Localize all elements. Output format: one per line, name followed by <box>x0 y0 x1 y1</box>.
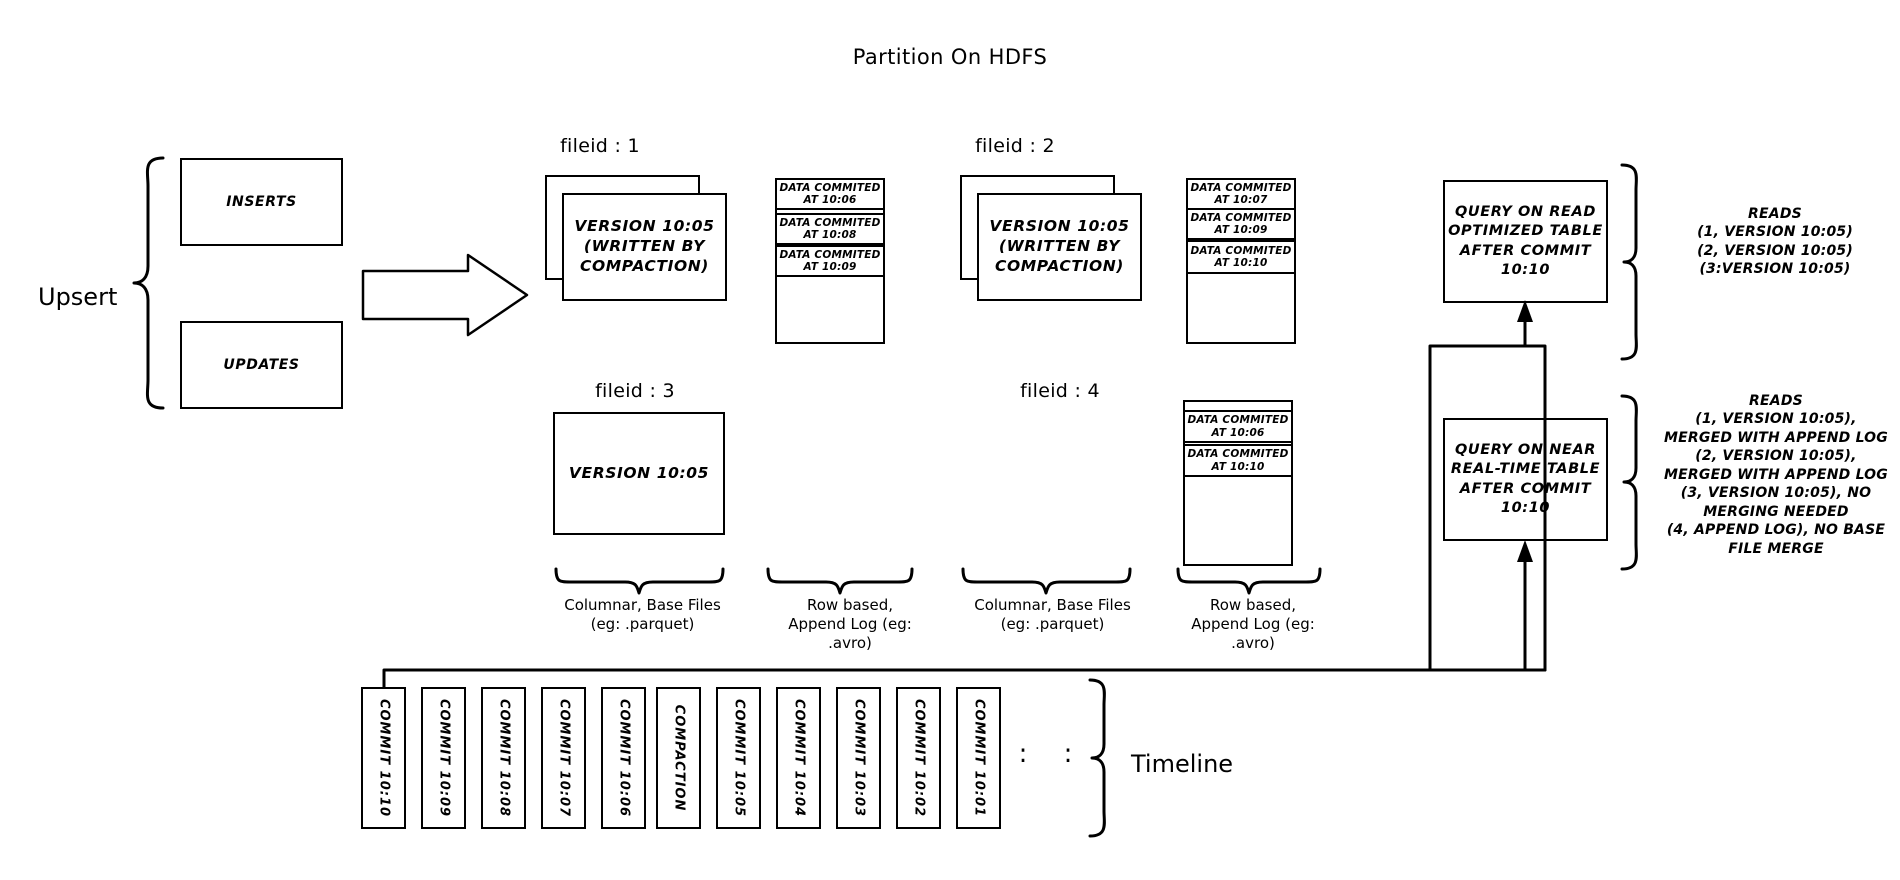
timeline-item-8[interactable]: COMMIT 10:03 <box>836 687 881 829</box>
inserts-box: INSERTS <box>180 158 343 246</box>
timeline-item-7[interactable]: COMMIT 10:04 <box>776 687 821 829</box>
timeline-item-6[interactable]: COMMIT 10:05 <box>716 687 761 829</box>
timeline-ellipsis-1: : <box>1018 739 1028 769</box>
fileid-2-log-entry-1: DATA COMMITED AT 10:07 <box>1186 178 1296 210</box>
query-near-real-time-box[interactable]: QUERY ON NEAR REAL-TIME TABLE AFTER COMM… <box>1443 418 1608 541</box>
timeline-ellipsis-2: : <box>1063 739 1073 769</box>
timeline-item-label: COMMIT 10:09 <box>436 698 451 818</box>
reads-brace-bottom <box>1620 394 1638 571</box>
upsert-label: Upsert <box>38 283 118 311</box>
arrowhead-near-real-time <box>1517 540 1533 562</box>
caption-rowlog-left: Row based, Append Log (eg: .avro) <box>788 596 912 653</box>
brace-columnar-right <box>961 567 1132 595</box>
timeline-item-0[interactable]: COMMIT 10:10 <box>361 687 406 829</box>
caption-columnar-right: Columnar, Base Files (eg: .parquet) <box>974 596 1131 634</box>
reads-read-optimized: READS (1, VERSION 10:05) (2, VERSION 10:… <box>1697 206 1853 278</box>
fileid-4-label: fileid : 4 <box>1020 380 1100 402</box>
caption-rowlog-right: Row based, Append Log (eg: .avro) <box>1191 596 1315 653</box>
log-entry-text: DATA COMMITED AT 10:10 <box>1187 448 1289 473</box>
timeline-item-5[interactable]: COMPACTION <box>656 687 701 829</box>
timeline-item-label: COMMIT 10:07 <box>556 698 571 818</box>
timeline-item-label: COMPACTION <box>671 704 686 812</box>
timeline-label: Timeline <box>1131 750 1234 778</box>
timeline-item-label: COMMIT 10:01 <box>971 698 986 818</box>
log-entry-text: DATA COMMITED AT 10:08 <box>779 216 881 241</box>
timeline-item-label: COMMIT 10:04 <box>791 698 806 818</box>
reads-near-real-time: READS (1, VERSION 10:05), MERGED WITH AP… <box>1664 393 1888 557</box>
fileid-2-log-entry-3: DATA COMMITED AT 10:10 <box>1186 240 1296 274</box>
fileid-1-base-file: VERSION 10:05 (WRITTEN BY COMPACTION) <box>562 193 727 301</box>
upsert-brace <box>132 156 165 410</box>
timeline-item-label: COMMIT 10:05 <box>731 698 746 818</box>
timeline-item-label: COMMIT 10:02 <box>911 698 926 818</box>
brace-rowlog-left <box>766 567 914 595</box>
timeline-item-label: COMMIT 10:10 <box>376 698 391 818</box>
query-near-real-time-text: QUERY ON NEAR REAL-TIME TABLE AFTER COMM… <box>1450 441 1601 516</box>
fileid-1-log-entry-3: DATA COMMITED AT 10:09 <box>775 245 885 277</box>
fileid-2-log-entry-2: DATA COMMITED AT 10:09 <box>1186 208 1296 240</box>
updates-box: UPDATES <box>180 321 343 409</box>
fileid-3-label: fileid : 3 <box>595 380 675 402</box>
page-title: Partition On HDFS <box>852 45 1048 69</box>
timeline-brace <box>1088 678 1106 838</box>
fileid-1-log-entry-2: DATA COMMITED AT 10:08 <box>775 213 885 245</box>
timeline-item-10[interactable]: COMMIT 10:01 <box>956 687 1001 829</box>
timeline-item-label: COMMIT 10:03 <box>851 698 866 818</box>
updates-label: UPDATES <box>223 357 300 373</box>
fileid-1-base-file-text: VERSION 10:05 (WRITTEN BY COMPACTION) <box>574 217 715 275</box>
query-read-optimized-text: QUERY ON READ OPTIMIZED TABLE AFTER COMM… <box>1448 203 1603 278</box>
inserts-label: INSERTS <box>226 194 297 210</box>
fileid-3-base-file: VERSION 10:05 <box>553 412 725 535</box>
timeline-connector-bus <box>382 668 1547 689</box>
fileid-1-label: fileid : 1 <box>560 135 640 157</box>
fileid-3-base-file-text: VERSION 10:05 <box>568 463 710 482</box>
fileid-2-base-file-text: VERSION 10:05 (WRITTEN BY COMPACTION) <box>989 217 1130 275</box>
log-entry-text: DATA COMMITED AT 10:09 <box>779 248 881 273</box>
log-entry-text: DATA COMMITED AT 10:10 <box>1190 244 1292 269</box>
log-entry-text: DATA COMMITED AT 10:06 <box>1187 414 1289 439</box>
timeline-item-2[interactable]: COMMIT 10:08 <box>481 687 526 829</box>
timeline-item-9[interactable]: COMMIT 10:02 <box>896 687 941 829</box>
query-read-optimized-box[interactable]: QUERY ON READ OPTIMIZED TABLE AFTER COMM… <box>1443 180 1608 303</box>
fileid-2-base-file: VERSION 10:05 (WRITTEN BY COMPACTION) <box>977 193 1142 301</box>
caption-columnar-left: Columnar, Base Files (eg: .parquet) <box>564 596 721 634</box>
fileid-4-log-entry-1: DATA COMMITED AT 10:06 <box>1183 410 1293 443</box>
brace-rowlog-right <box>1176 567 1322 595</box>
timeline-item-4[interactable]: COMMIT 10:06 <box>601 687 646 829</box>
arrowhead-read-optimized <box>1517 300 1533 322</box>
fileid-1-log-entry-1: DATA COMMITED AT 10:06 <box>775 178 885 210</box>
timeline-item-3[interactable]: COMMIT 10:07 <box>541 687 586 829</box>
commit-arrow-label: Commit 10:10 <box>375 287 493 306</box>
log-entry-text: DATA COMMITED AT 10:09 <box>1190 211 1292 236</box>
fileid-2-label: fileid : 2 <box>975 135 1055 157</box>
reads-brace-top <box>1620 163 1638 361</box>
timeline-item-1[interactable]: COMMIT 10:09 <box>421 687 466 829</box>
log-entry-text: DATA COMMITED AT 10:07 <box>1190 181 1292 206</box>
brace-columnar-left <box>554 567 725 595</box>
timeline-item-label: COMMIT 10:08 <box>496 698 511 818</box>
fileid-4-log-entry-2: DATA COMMITED AT 10:10 <box>1183 444 1293 477</box>
log-entry-text: DATA COMMITED AT 10:06 <box>779 181 881 206</box>
timeline-item-label: COMMIT 10:06 <box>616 698 631 818</box>
